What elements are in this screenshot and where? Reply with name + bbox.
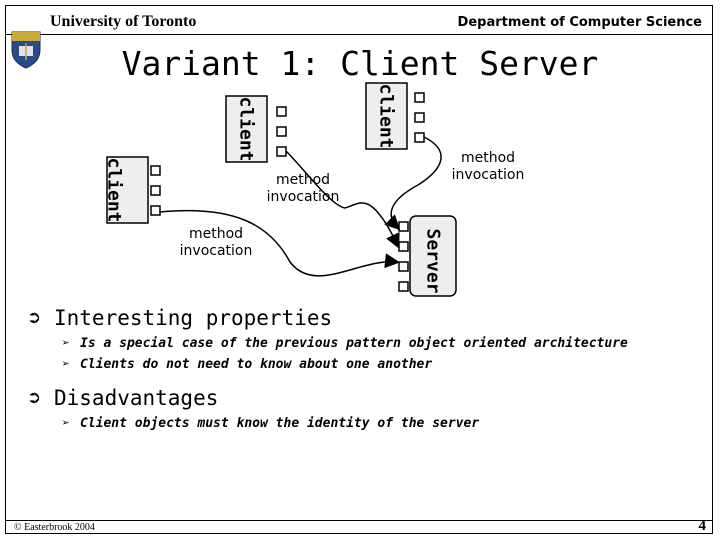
method-label-3b: invocation [180, 243, 253, 259]
method-label-1a: method [461, 150, 515, 166]
header-rule [5, 34, 713, 35]
client-label-left: client [104, 157, 125, 222]
footer-rule [5, 520, 713, 521]
subbullet-server-identity: ➢ Client objects must know the identity o… [62, 416, 479, 431]
client-label-right: client [376, 83, 397, 148]
university-crest-icon [11, 31, 41, 69]
slide-title: Variant 1: Client Server [121, 44, 599, 83]
server-box: Server [398, 215, 457, 297]
method-label-2a: method [276, 172, 330, 188]
pointing-arrow-icon: ➢ [62, 357, 70, 372]
client-box-middle: client [225, 95, 287, 163]
page-number: 4 [698, 518, 707, 534]
client-box-left: client [104, 156, 161, 224]
subbullet-clients-independent: ➢ Clients do not need to know about one a… [62, 357, 432, 372]
method-label-1b: invocation [452, 167, 525, 183]
client-box-right: client [365, 82, 425, 150]
university-name: University of Toronto [50, 13, 197, 30]
connector-middle-to-server [285, 150, 400, 249]
subbullet-special-case: ➢ Is a special case of the previous patte… [62, 336, 628, 351]
method-label-2b: invocation [267, 189, 340, 205]
bullet-text: Disadvantages [54, 386, 219, 410]
bullet-disadvantages: ➲ Disadvantages [28, 386, 218, 410]
pointing-arrow-icon: ➢ [62, 416, 70, 431]
bullet-text: Interesting properties [54, 306, 333, 330]
bullet-interesting-properties: ➲ Interesting properties [28, 306, 332, 330]
department-name: Department of Computer Science [457, 15, 702, 30]
subbullet-text: Clients do not need to know about one an… [80, 357, 433, 372]
subbullet-text: Client objects must know the identity of… [80, 416, 480, 431]
connector-left-to-server [159, 209, 400, 277]
subbullet-text: Is a special case of the previous patter… [80, 336, 628, 351]
curved-arrow-icon: ➲ [28, 386, 41, 410]
pointing-arrow-icon: ➢ [62, 336, 70, 351]
connector-right-to-server [384, 136, 442, 231]
server-label: Server [423, 228, 444, 293]
copyright: © Easterbrook 2004 [14, 522, 95, 533]
method-label-3a: method [189, 226, 243, 242]
client-label-middle: client [236, 96, 257, 161]
slide-frame [5, 5, 713, 534]
curved-arrow-icon: ➲ [28, 306, 41, 330]
